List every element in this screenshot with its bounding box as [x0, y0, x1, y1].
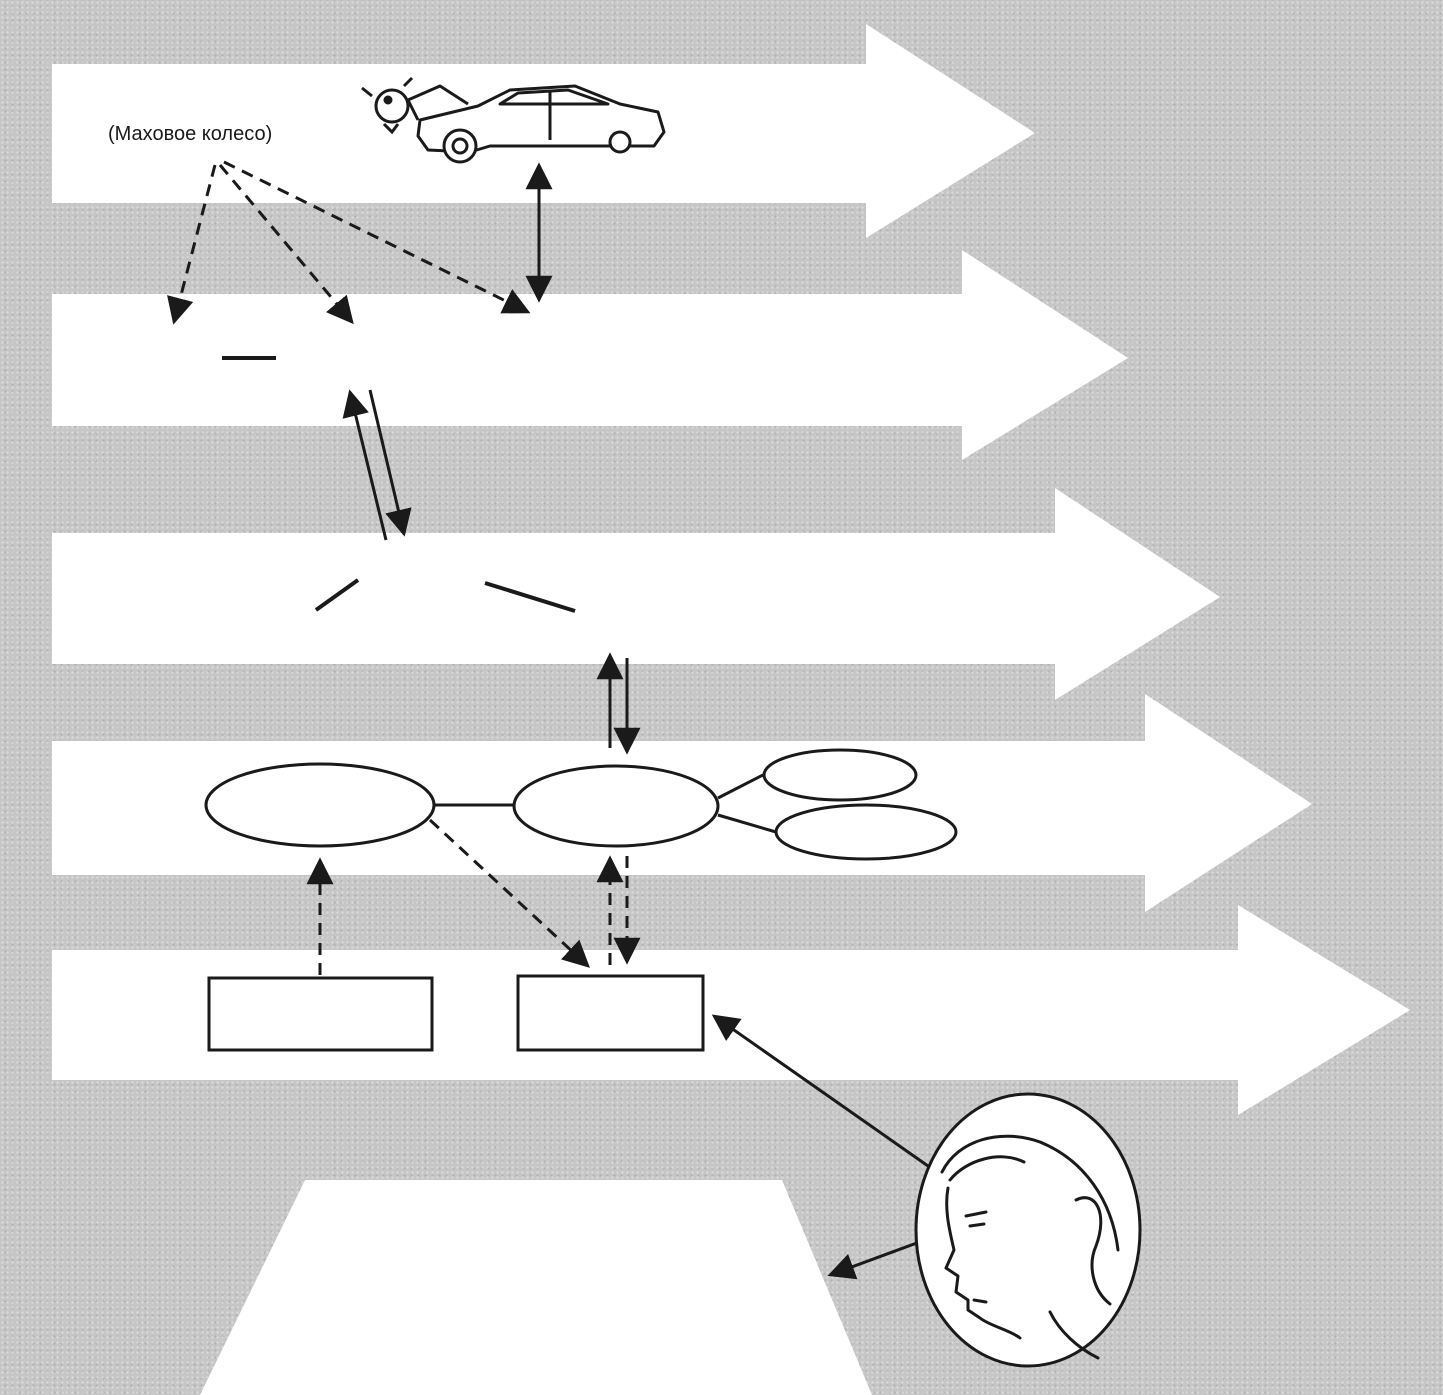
ellipse-bottom-right: [774, 803, 958, 861]
level-band-arrow-2: [52, 250, 1128, 460]
person-head-icon: [914, 1092, 1142, 1368]
level-3-4-arrow-pair: [596, 652, 641, 755]
level-4-5-dashed-arrows: [306, 818, 641, 975]
ellipse-left: [204, 762, 436, 848]
level-3-branch-lines: [314, 578, 576, 613]
base-trapezoid: [200, 1180, 872, 1395]
level-2-3-arrow-pair: [342, 389, 412, 541]
box-right: [516, 974, 705, 1052]
level-4-network: [204, 748, 958, 861]
car-icon: [406, 84, 666, 164]
ellipse-center: [512, 764, 720, 848]
driver-icon: [361, 76, 414, 135]
ellipse-top-right: [762, 748, 918, 802]
flywheel-dashed-arrows: [167, 160, 531, 325]
flywheel-label: (Маховое колесо): [108, 123, 272, 145]
box-left: [207, 976, 434, 1052]
level-band-arrow-5: [52, 905, 1410, 1115]
level-band-arrow-3: [52, 488, 1220, 700]
